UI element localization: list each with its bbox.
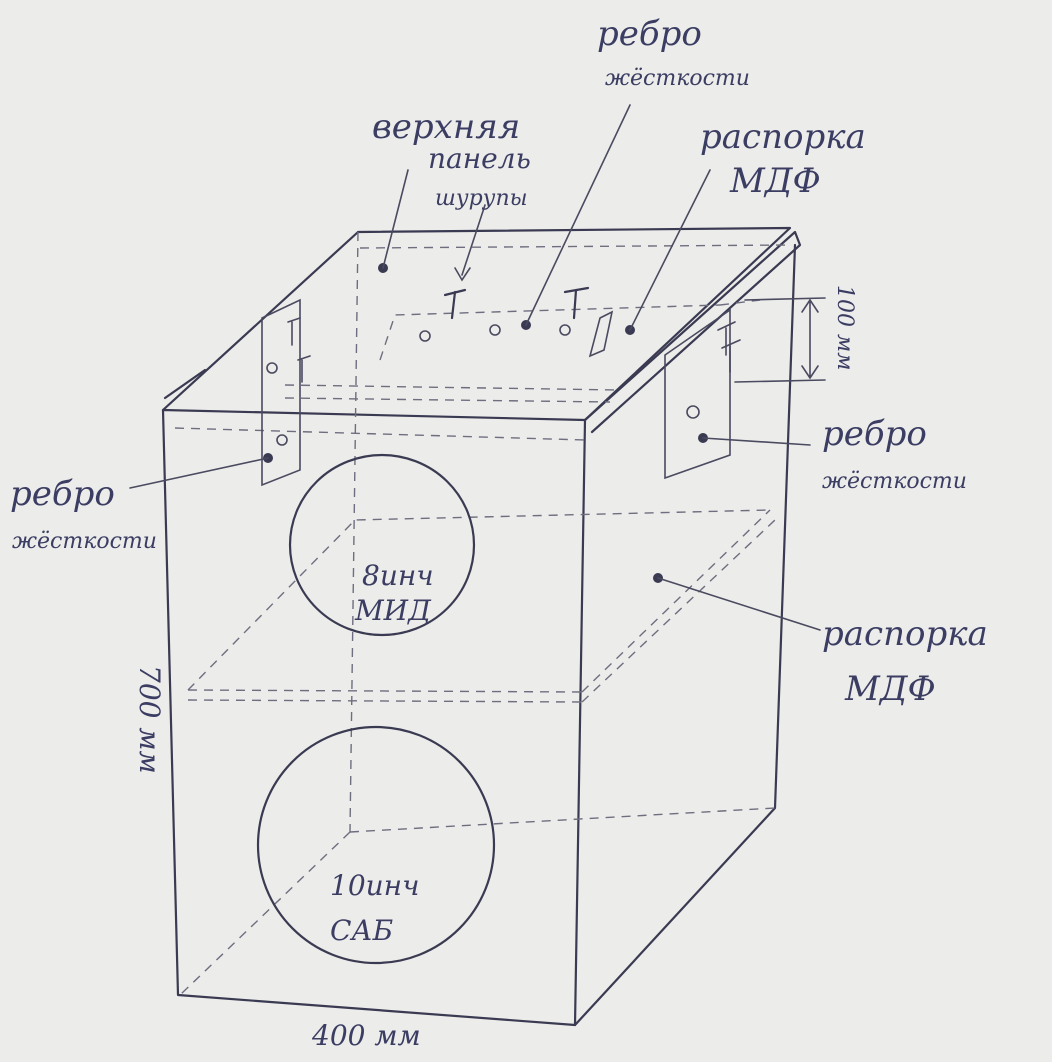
label-screws: шурупы — [435, 186, 528, 211]
label-mid-speaker-1: 8инч — [362, 559, 434, 592]
label-rib-top-2: жёсткости — [605, 66, 750, 91]
label-top-panel-2: панель — [428, 142, 531, 175]
label-mid-speaker-2: МИД — [354, 594, 432, 627]
label-spacer-right-1: распорка — [822, 614, 988, 654]
label-rib-left-2: жёсткости — [12, 529, 157, 554]
label-spacer-top-1: распорка — [700, 117, 866, 157]
label-sub-speaker-2: САБ — [330, 914, 393, 947]
label-rib-left-1: ребро — [10, 474, 115, 514]
cabinet-outline — [161, 226, 802, 1027]
screws-top — [419, 286, 614, 358]
label-rib-right-2: жёсткости — [822, 469, 967, 494]
hidden-edges — [174, 231, 791, 996]
mid-speaker-hole — [288, 453, 476, 637]
leaders — [129, 104, 826, 631]
label-top-panel-1: верхняя — [372, 107, 520, 147]
dim-height: 700 мм — [133, 665, 166, 774]
label-rib-right-1: ребро — [822, 414, 927, 454]
label-sub-speaker-1: 10инч — [330, 869, 420, 902]
label-spacer-top-2: МДФ — [729, 161, 821, 201]
label-spacer-right-2: МДФ — [844, 669, 936, 709]
dim-rib-height: 100 мм — [832, 285, 857, 370]
rib-right-shape — [664, 308, 741, 480]
rib-left-shape — [261, 298, 311, 487]
label-rib-top-1: ребро — [597, 14, 702, 54]
sub-speaker-hole — [256, 725, 496, 965]
dim-width: 400 мм — [311, 1019, 421, 1052]
